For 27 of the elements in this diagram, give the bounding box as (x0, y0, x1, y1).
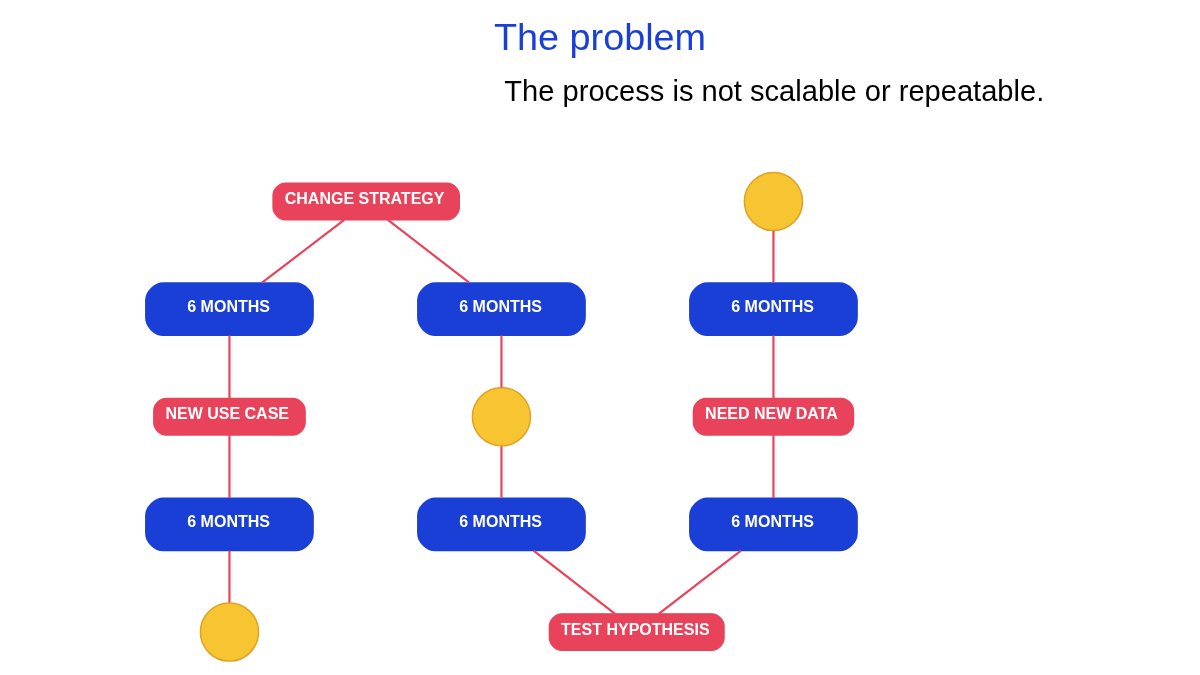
diagram-title: The problem (493, 15, 707, 58)
connector (772, 435, 775, 498)
connector (261, 218, 345, 284)
node-box: NEED NEW DATA (692, 397, 855, 436)
connector (500, 335, 503, 388)
node-box: 6 MONTHS (689, 497, 858, 552)
label: The process is not scalable or repeatable. (504, 75, 1045, 108)
node-box: 6 MONTHS (145, 282, 314, 337)
connector (228, 435, 231, 498)
node-box: 6 MONTHS (417, 282, 586, 337)
node-box: TEST HYPOTHESIS (548, 613, 725, 651)
connector (228, 550, 231, 603)
connector (532, 549, 616, 615)
connector (387, 218, 470, 284)
connector (658, 549, 742, 615)
node-box: CHANGE STRATEGY (272, 182, 460, 221)
connector (772, 335, 775, 399)
node-box: NEW USE CASE (153, 397, 306, 436)
node-box: 6 MONTHS (689, 282, 858, 337)
node-circle (471, 386, 532, 447)
connector (228, 335, 231, 399)
node-circle (743, 171, 804, 232)
node-circle (199, 602, 260, 662)
connector (772, 231, 775, 283)
node-box: 6 MONTHS (417, 497, 586, 552)
connector (500, 446, 503, 498)
node-box: 6 MONTHS (145, 497, 314, 552)
